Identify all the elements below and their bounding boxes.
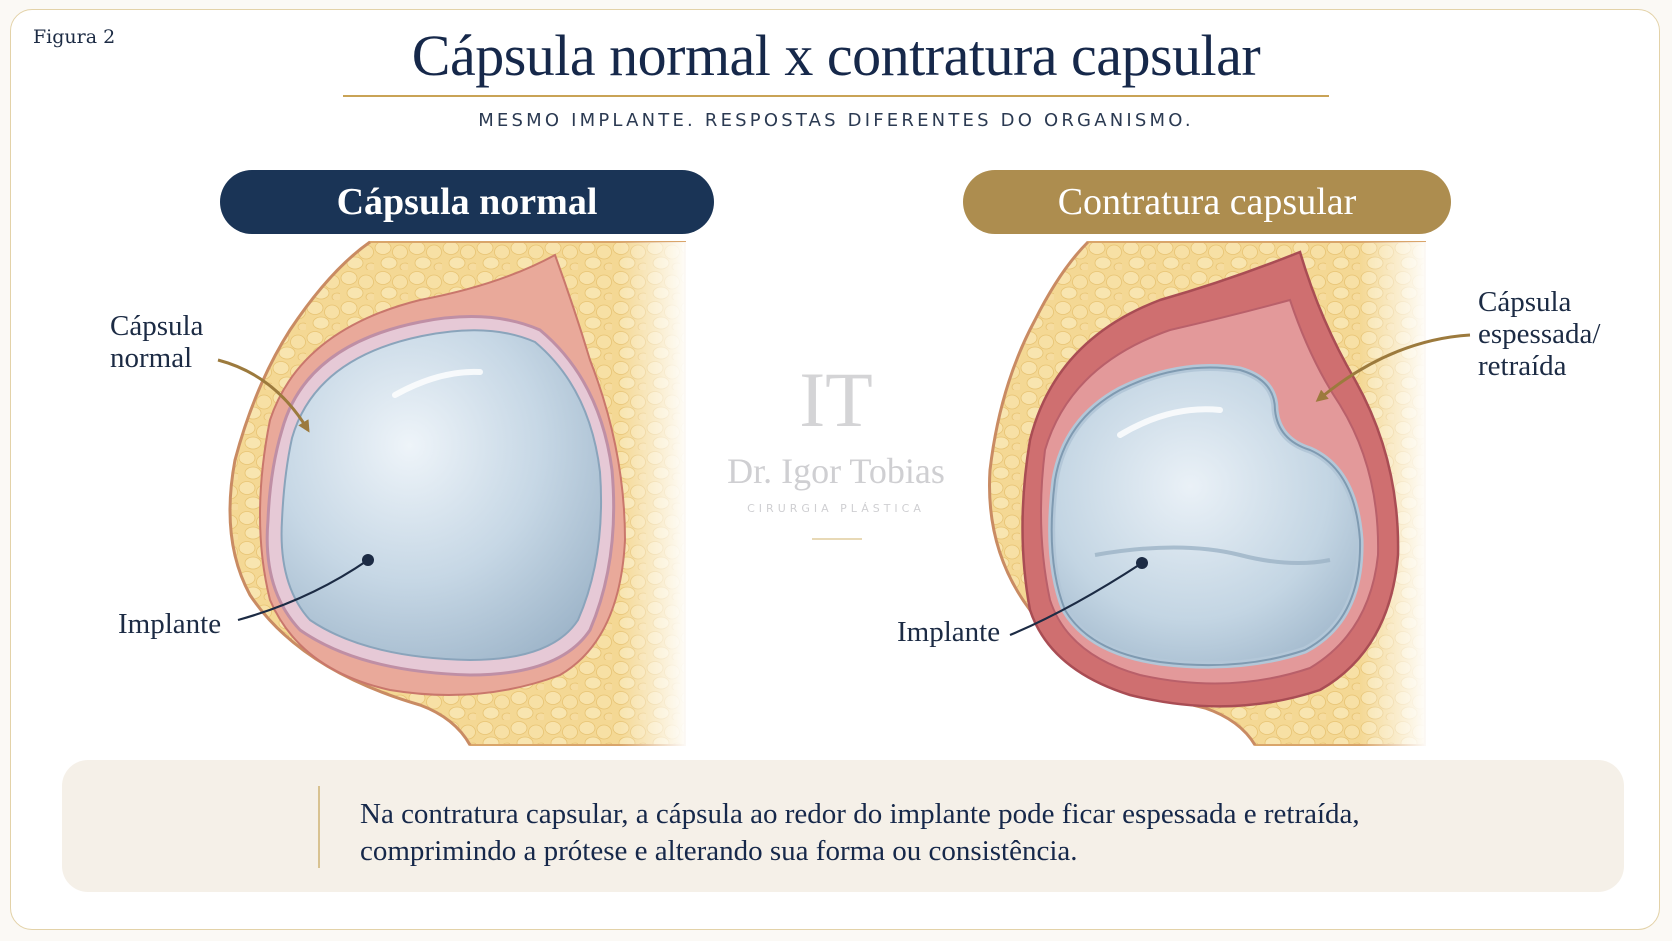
watermark-monogram: IT <box>799 356 873 443</box>
page-title: Cápsula normal x contratura capsular <box>411 23 1261 88</box>
title-divider <box>343 95 1329 97</box>
watermark-name: Dr. Igor Tobias <box>727 451 945 491</box>
implant-label-left: Implante <box>118 608 222 640</box>
figure-label: Figura 2 <box>33 26 116 48</box>
implant-label-right: Implante <box>897 616 1001 648</box>
note-divider <box>318 786 320 868</box>
normal-capsule-label: Cápsula normal <box>110 310 204 374</box>
contracture-illustration <box>988 240 1471 747</box>
implant-fold-right <box>1094 545 1331 566</box>
implant-pointer-dot-left <box>362 554 374 566</box>
page-subtitle: MESMO IMPLANTE. RESPOSTAS DIFERENTES DO … <box>478 110 1194 131</box>
implant-right-outline <box>1050 366 1362 667</box>
implant-pointer-line-left <box>237 559 369 622</box>
implant-left <box>280 329 603 662</box>
thickened-capsule-label: Cápsula espessada/ retraída <box>1478 286 1601 382</box>
note-text: Na contratura capsular, a cápsula ao red… <box>360 796 1580 870</box>
watermark-divider <box>812 538 862 540</box>
normal-capsule-illustration <box>217 240 690 747</box>
implant-pointer-dot-right <box>1136 557 1148 569</box>
implant-highlight-right <box>1117 406 1223 438</box>
capsule-pointer-arrow-left <box>217 358 310 433</box>
skin-edge-left <box>228 240 472 746</box>
note-line: Na contratura capsular, a cápsula ao red… <box>360 798 1360 830</box>
normal-capsule-header: Cápsula normal <box>220 170 714 234</box>
capsular-contracture-header: Contratura capsular <box>963 170 1451 234</box>
capsule-pointer-arrow-right <box>1315 333 1471 402</box>
implant-pointer-line-right <box>1009 562 1143 637</box>
watermark-specialty: CIRURGIA PLÁSTICA <box>747 502 925 515</box>
implant-highlight-left <box>392 368 483 398</box>
note-line: comprimindo a prótese e alterando sua fo… <box>360 835 1078 867</box>
skin-edge-right <box>988 240 1257 746</box>
note-box <box>62 760 1624 892</box>
